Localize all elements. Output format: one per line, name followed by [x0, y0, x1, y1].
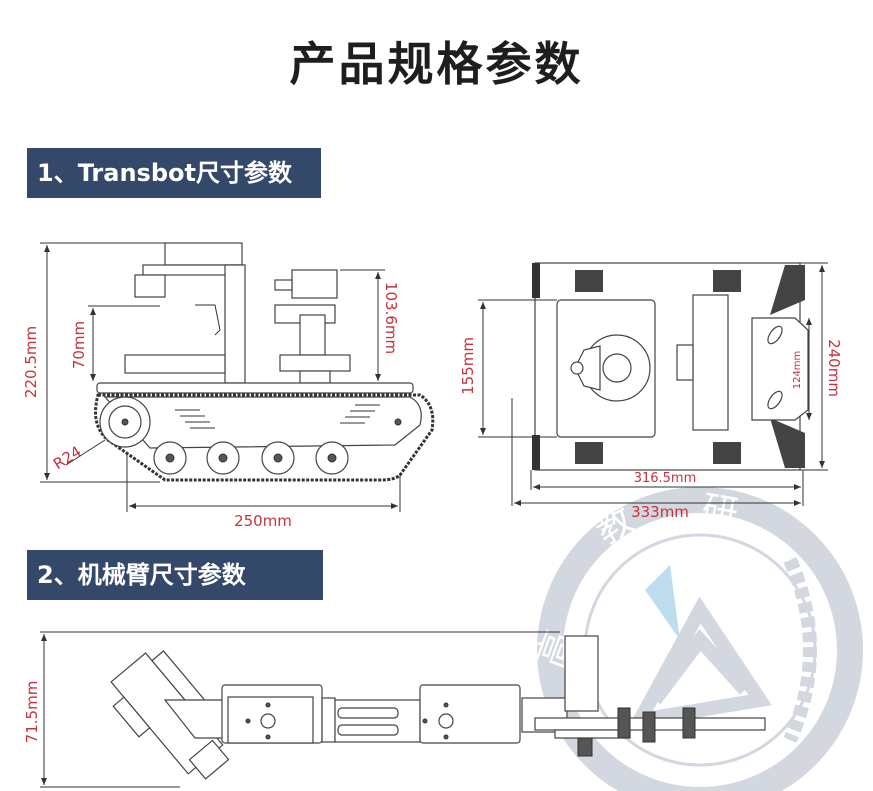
- dim-total-height: 220.5mm: [22, 326, 40, 398]
- dim-total-length: 333mm: [631, 503, 689, 521]
- section-header-transbot: 1、Transbot尺寸参数: [27, 148, 321, 198]
- side-view-drawing: [40, 242, 435, 512]
- watermark-char-3: 研: [698, 488, 741, 535]
- arm-view-drawing: [40, 631, 766, 788]
- page-title: 产品规格参数: [289, 37, 584, 91]
- dim-lower-deck-height: 70mm: [70, 321, 88, 369]
- dim-total-width: 240mm: [825, 339, 843, 397]
- dim-arm-height: 71.5mm: [23, 681, 41, 744]
- dim-body-length: 316.5mm: [634, 471, 697, 486]
- dim-wheelbase: 250mm: [234, 512, 292, 530]
- dim-camera-tower-height: 103.6mm: [382, 282, 400, 354]
- dim-inner-width: 155mm: [459, 337, 477, 395]
- dim-wheel-radius: R24: [50, 442, 85, 473]
- section-header-arm: 2、机械臂尺寸参数: [27, 550, 323, 600]
- dim-bracket-width: 124mm: [792, 351, 803, 390]
- top-view-drawing: [478, 262, 828, 506]
